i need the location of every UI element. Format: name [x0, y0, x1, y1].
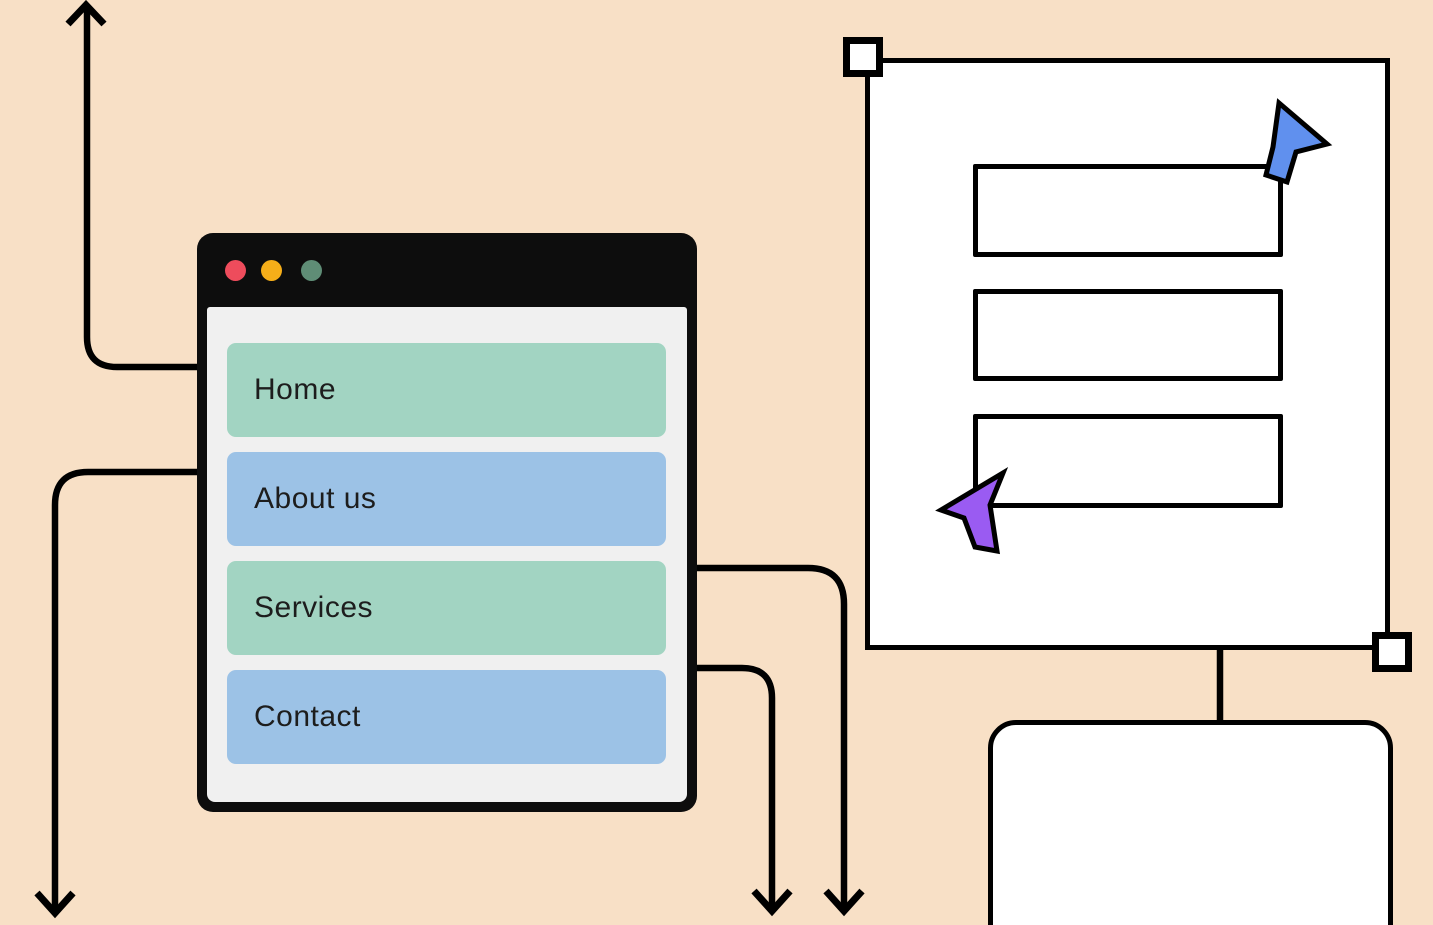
browser-window: Home About us Services Contact	[197, 233, 697, 812]
menu-item-home[interactable]: Home	[227, 343, 666, 437]
bottom-card	[988, 720, 1393, 925]
cursor-arrow-right-icon	[1263, 98, 1333, 186]
arrow-down-from-about-us	[34, 468, 197, 919]
menu-item-label: Home	[254, 373, 337, 406]
menu-item-services[interactable]: Services	[227, 561, 666, 655]
wireframe-panel	[865, 58, 1390, 650]
browser-body: Home About us Services Contact	[207, 307, 687, 802]
arrow-down-from-contact	[695, 664, 793, 917]
resize-handle-bottom-right[interactable]	[1372, 632, 1412, 672]
placeholder-row	[973, 289, 1283, 381]
menu-item-about-us[interactable]: About us	[227, 452, 666, 546]
menu-item-label: Contact	[254, 700, 361, 733]
arrow-down-from-services	[695, 564, 865, 917]
zoom-window-dot[interactable]	[301, 260, 322, 281]
menu-item-label: Services	[254, 591, 374, 624]
resize-handle-top-left[interactable]	[843, 37, 883, 77]
close-window-dot[interactable]	[225, 260, 246, 281]
menu-item-contact[interactable]: Contact	[227, 670, 666, 764]
minimize-window-dot[interactable]	[261, 260, 282, 281]
menu-item-label: About us	[254, 482, 377, 515]
cursor-arrow-left-icon	[935, 467, 1009, 555]
arrow-up-from-home	[65, 0, 197, 371]
placeholder-row	[973, 414, 1283, 508]
browser-titlebar	[197, 233, 697, 307]
placeholder-row	[973, 164, 1283, 257]
